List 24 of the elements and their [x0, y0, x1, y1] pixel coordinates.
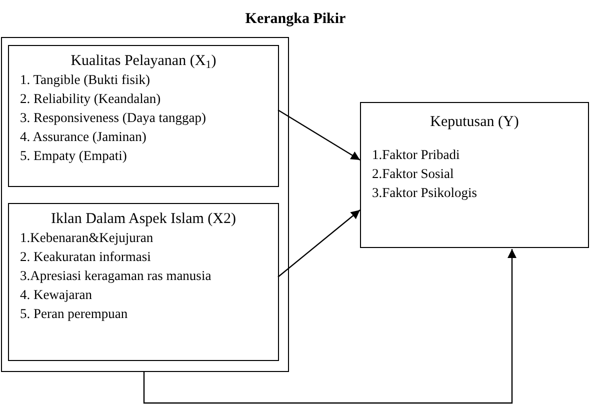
- list-item: 3.Apresiasi keragaman ras manusia: [19, 267, 212, 285]
- box-heading: Iklan Dalam Aspek Islam (X2): [50, 210, 237, 228]
- box-heading: Keputusan (Y): [429, 113, 520, 131]
- arrow: [278, 109, 360, 161]
- list-item: 5. Peran perempuan: [19, 305, 129, 323]
- list-item: 1.Faktor Pribadi: [371, 146, 461, 164]
- list-item: 2. Keakuratan informasi: [19, 248, 152, 266]
- arrow: [143, 249, 516, 404]
- list-item: 3. Responsiveness (Daya tanggap): [19, 109, 207, 127]
- list-item: 5. Empaty (Empati): [19, 147, 128, 165]
- box-heading: Kualitas Pelayanan (X$_{1}$): [70, 52, 218, 70]
- list-item: 3.Faktor Psikologis: [371, 184, 478, 202]
- list-item: 1. Tangible (Bukti fisik): [19, 71, 152, 89]
- list-item: 2.Faktor Sosial: [371, 165, 455, 183]
- concept-box: [8, 203, 279, 361]
- concept-box: [8, 45, 279, 187]
- group-box: [1, 37, 289, 372]
- concept-box: [360, 102, 589, 248]
- list-item: 4. Kewajaran: [19, 286, 93, 304]
- list-item: 1.Kebenaran&Kejujuran: [19, 229, 154, 247]
- list-item: 4. Assurance (Jaminan): [19, 128, 148, 146]
- arrow: [278, 210, 360, 278]
- list-item: 2. Reliability (Keandalan): [19, 90, 162, 108]
- diagram-title: Kerangka Pikir: [244, 10, 347, 29]
